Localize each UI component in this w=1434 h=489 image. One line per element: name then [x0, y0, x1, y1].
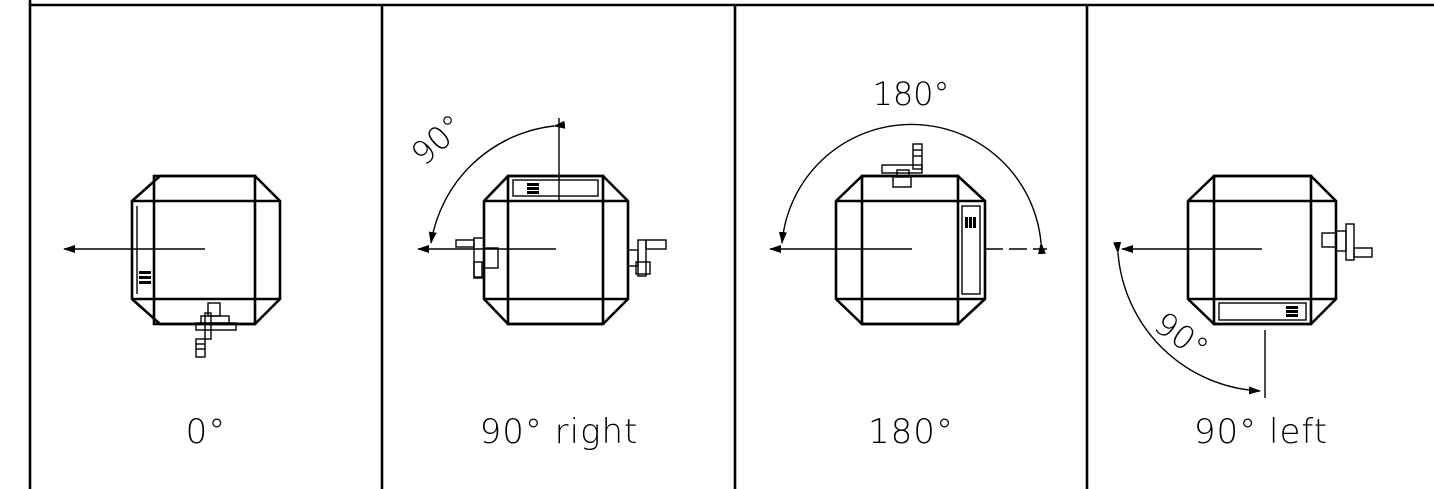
rotation-arc — [1113, 241, 1261, 395]
panel-label: 90° right — [480, 412, 639, 452]
terminal-box — [512, 179, 599, 197]
panel-label: 90° left — [1194, 412, 1328, 452]
angle-label: 180° — [872, 75, 949, 113]
angle-label: 90° — [404, 107, 472, 173]
motor-body — [1186, 174, 1338, 326]
terminal-box — [136, 206, 151, 294]
panel-90-right: 90° 90° right — [404, 107, 667, 452]
table-frame — [28, 0, 1434, 489]
handwheel — [455, 237, 499, 279]
terminal-box — [961, 205, 981, 295]
rotation-arc — [778, 123, 1046, 255]
motor-body — [482, 174, 630, 326]
panel-label: 0° — [186, 412, 227, 452]
panel-0-deg: 0° — [63, 174, 282, 452]
handwheel — [1321, 223, 1373, 261]
handwheel — [195, 302, 237, 358]
motor-body — [130, 174, 282, 326]
panel-label: 180° — [868, 412, 954, 452]
rotation-arc — [428, 120, 566, 244]
handwheel-ghost — [627, 239, 667, 277]
handwheel — [881, 143, 923, 188]
panel-180: 180° 180° — [769, 75, 1047, 452]
terminal-box — [1218, 302, 1307, 321]
panel-90-left: 90° 90° left — [1113, 174, 1373, 452]
angle-label: 90° — [1147, 304, 1215, 368]
